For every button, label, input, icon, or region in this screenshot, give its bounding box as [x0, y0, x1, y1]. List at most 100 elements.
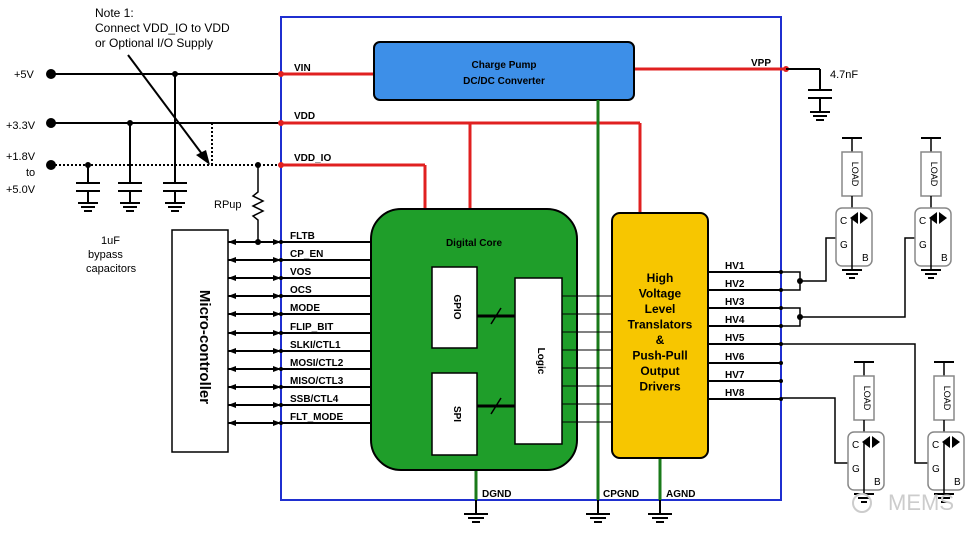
transistor-arrow: [942, 436, 950, 448]
vpp-cap-label: 4.7nF: [830, 69, 858, 81]
signal-label: FLT_MODE: [290, 412, 343, 423]
signal-label: OCS: [290, 285, 312, 296]
digital-core-title: Digital Core: [446, 238, 503, 249]
microcontroller-block: [171, 229, 229, 453]
collector-label: C: [919, 216, 926, 227]
bypass-capacitors: [76, 74, 187, 212]
charge-pump-block: [373, 41, 635, 101]
signal-arrow-right: [273, 420, 281, 426]
note-line2: Connect VDD_IO to VDD: [95, 21, 230, 35]
supply-18v-label-3: +5.0V: [6, 184, 36, 196]
signal-pin: [279, 367, 283, 371]
caps-label-1: 1uF: [101, 235, 120, 247]
gate-label: G: [932, 464, 940, 475]
logic-label: Logic: [535, 348, 546, 375]
transistor-package: [847, 431, 885, 491]
signal-arrow-left: [228, 275, 236, 281]
microcontroller-label: Micro-controller: [196, 290, 213, 404]
signal-arrow-left: [228, 420, 236, 426]
note-line1: Note 1:: [95, 6, 134, 20]
pin-vin: [278, 71, 284, 77]
ground-wires: [474, 100, 662, 500]
transistor-arrow: [862, 436, 870, 448]
signal-pin: [279, 403, 283, 407]
gnd-dgnd-label: DGND: [482, 489, 511, 500]
caps-label-3: capacitors: [86, 263, 137, 275]
signal-label: CP_EN: [290, 249, 323, 260]
signal-arrow-left: [228, 348, 236, 354]
supply-18v-label-1: +1.8V: [6, 151, 36, 163]
transistor-arrow: [860, 212, 868, 224]
signal-arrow-right: [273, 384, 281, 390]
hv-driver-line: Output: [640, 364, 679, 378]
hv-output-label: HV3: [725, 297, 745, 308]
watermark-icon: [852, 493, 872, 513]
rail-vpp-label: VPP: [751, 58, 771, 69]
supply-33v-label: +3.3V: [6, 120, 36, 132]
hv-output-label: HV5: [725, 333, 745, 344]
rpup-resistor: [251, 165, 265, 242]
note-arrow: [127, 54, 206, 159]
signal-arrow-right: [273, 293, 281, 299]
signal-pin: [279, 385, 283, 389]
collector-label: C: [852, 440, 859, 451]
hv-output-label: HV4: [725, 315, 745, 326]
hv-output-label: HV1: [725, 261, 745, 272]
watermark-text: MEMS: [888, 490, 954, 515]
signal-pin: [279, 276, 283, 280]
signal-label: MODE: [290, 303, 320, 314]
transistor-package: [835, 207, 873, 267]
hv-driver-line: Translators: [628, 318, 693, 332]
hv-driver-line: Level: [645, 302, 676, 316]
gate-label: G: [919, 240, 927, 251]
gnd-agnd-label: AGND: [666, 489, 695, 500]
signal-label: FLIP_BIT: [290, 322, 333, 333]
signal-label: MOSI/CTL2: [290, 358, 344, 369]
transistor-arrow: [850, 212, 858, 224]
transistor-arrow: [929, 212, 937, 224]
hv-driver-line: &: [656, 333, 665, 347]
signal-arrow-right: [273, 239, 281, 245]
signal-arrow-left: [228, 239, 236, 245]
hv-driver-line: High: [647, 271, 674, 285]
signal-label: MISO/CTL3: [290, 376, 344, 387]
signal-arrow-right: [273, 311, 281, 317]
signal-label: FLTB: [290, 231, 315, 242]
pin-vdd: [278, 120, 284, 126]
signal-pin: [279, 331, 283, 335]
gnd-cpgnd-label: CPGND: [603, 489, 639, 500]
hv-output-label: HV6: [725, 352, 745, 363]
bus-slashes: [490, 307, 502, 415]
logic-block: [514, 277, 563, 445]
gpio-block: [431, 266, 478, 349]
gpio-label: GPIO: [451, 294, 462, 319]
spi-block: [431, 372, 478, 456]
note-arrowhead: [196, 150, 210, 165]
supply-5v-label: +5V: [14, 69, 35, 81]
internal-supply-wires: [281, 67, 786, 213]
signal-arrow-right: [273, 275, 281, 281]
gate-label: G: [852, 464, 860, 475]
charge-pump-label-1: Charge Pump: [471, 60, 536, 71]
vpp-capacitor: [786, 68, 832, 121]
transistor-arrow: [872, 436, 880, 448]
transistor-arrow: [939, 212, 947, 224]
signal-pin: [279, 294, 283, 298]
signal-arrow-right: [273, 330, 281, 336]
hv-driver-text: HighVoltageLevelTranslators&Push-PullOut…: [628, 271, 693, 394]
hv-driver-block: [611, 212, 709, 459]
signal-arrow-right: [273, 366, 281, 372]
hv-output-pin: [779, 379, 783, 383]
signal-pin: [279, 349, 283, 353]
base-label: B: [941, 253, 948, 264]
collector-label: C: [840, 216, 847, 227]
signal-arrow-left: [228, 384, 236, 390]
signal-pin: [279, 258, 283, 262]
rail-vdd-label: VDD: [294, 111, 315, 122]
